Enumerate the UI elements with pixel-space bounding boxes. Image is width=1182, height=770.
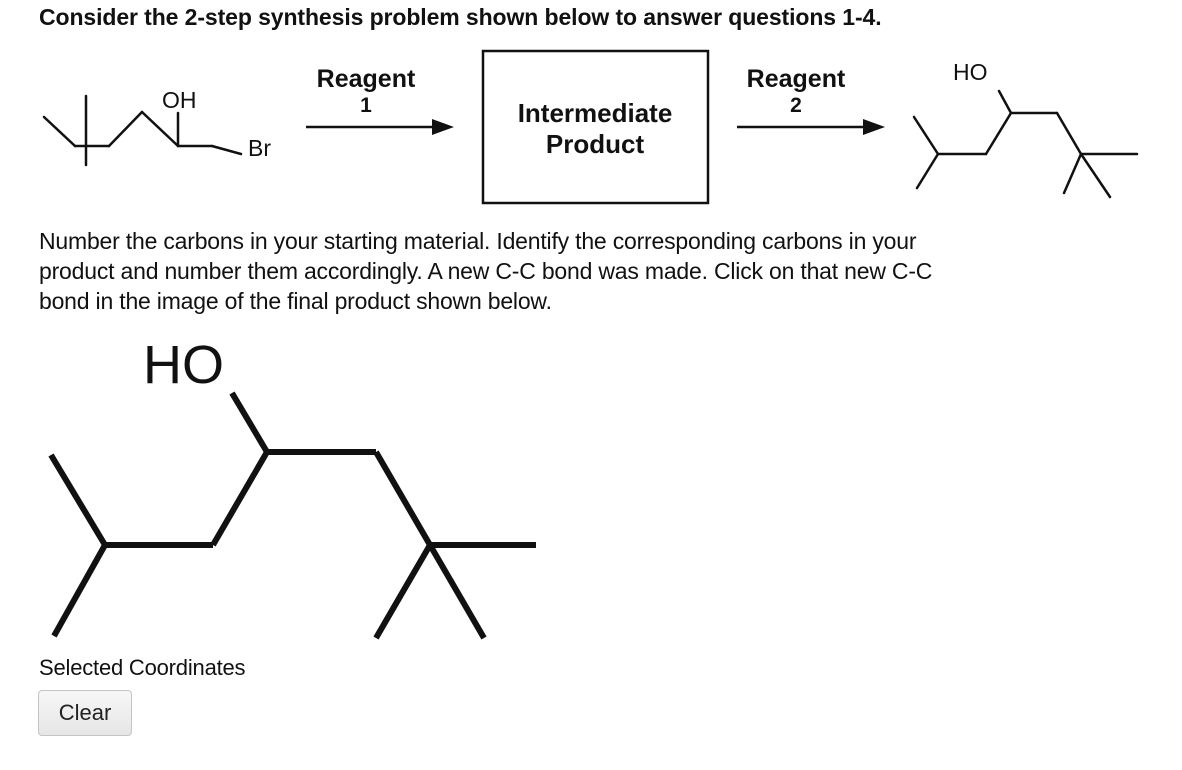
reagent-1-label: Reagent (317, 65, 416, 93)
bond-methyl-top-left[interactable] (48, 453, 108, 547)
bond-tbutyl-methyl-down-right[interactable] (427, 543, 487, 640)
fp-bond (1055, 111, 1083, 156)
intermediate-label-line2: Product (546, 129, 645, 159)
intermediate-label-line1: Intermediate (518, 98, 673, 128)
sm-bond (107, 110, 144, 148)
synthesis-scheme: OH Br Reagent 1 Intermediate Product Rea… (42, 49, 1139, 205)
bond-ch2-choh[interactable] (210, 450, 270, 547)
reagent-1-arrow-icon (306, 119, 454, 135)
ho-label-small: HO (953, 59, 988, 85)
final-product-structure (912, 89, 1139, 199)
fp-bond (912, 115, 940, 156)
fp-bond (915, 152, 940, 190)
sm-bond (210, 144, 243, 156)
image-background (0, 320, 600, 650)
fp-bond (997, 89, 1013, 115)
fp-bond (984, 111, 1013, 156)
starting-material-structure (42, 94, 243, 167)
fp-bond (1079, 152, 1112, 199)
fp-bond (1062, 152, 1083, 195)
clickable-product-image[interactable]: HO (0, 320, 600, 650)
ho-label-large: HO (143, 335, 224, 395)
bond-choh-oxygen[interactable] (229, 391, 270, 454)
br-label: Br (248, 135, 271, 161)
clear-button[interactable]: Clear (38, 690, 132, 736)
reagent-2-number: 2 (790, 94, 802, 117)
intermediate-box (481, 49, 710, 205)
selected-coordinates-label: Selected Coordinates (39, 655, 246, 680)
oh-label: OH (162, 87, 197, 113)
bond-ch2-quaternary[interactable] (373, 450, 433, 547)
reagent-1-number: 1 (360, 94, 372, 117)
bond-methyl-bottom-left[interactable] (51, 543, 108, 638)
instructions-line: product and number them accordingly. A n… (39, 258, 933, 284)
sm-bond (140, 110, 180, 148)
reagent-2-arrow-icon (737, 119, 885, 135)
bond-tbutyl-methyl-down-left[interactable] (373, 543, 433, 640)
instructions-line: bond in the image of the final product s… (39, 288, 552, 314)
reagent-2-label: Reagent (747, 65, 846, 93)
instructions-line: Number the carbons in your starting mate… (39, 228, 917, 254)
instructions: Number the carbons in your starting mate… (39, 226, 1139, 316)
question-heading: Consider the 2-step synthesis problem sh… (39, 4, 882, 30)
sm-bond (42, 115, 77, 148)
